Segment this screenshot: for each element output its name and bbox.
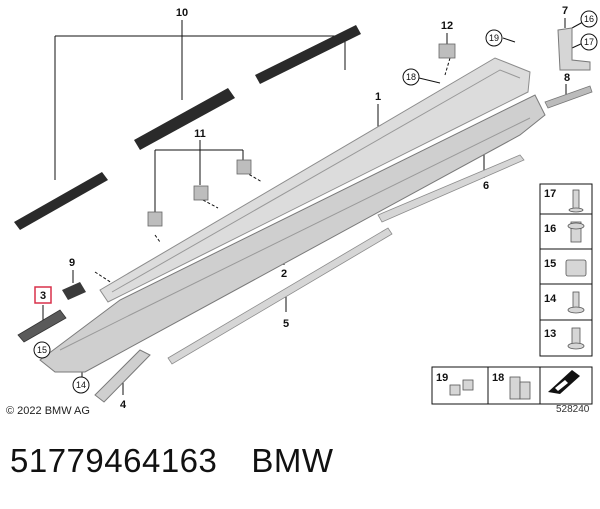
part-4-cover bbox=[94, 349, 151, 403]
legend-18: 18 bbox=[492, 372, 504, 384]
fastener-legend: 17 16 15 14 13 bbox=[539, 183, 593, 357]
legend-17: 17 bbox=[544, 188, 556, 200]
part-9-plug bbox=[62, 282, 86, 300]
diagram-id: 528240 bbox=[556, 404, 590, 415]
part-3-bracket bbox=[17, 309, 67, 343]
circle-callout-17: 17 bbox=[584, 37, 594, 47]
part-8-trim bbox=[544, 85, 593, 109]
legend-16: 16 bbox=[544, 223, 556, 235]
callout-3: 3 bbox=[40, 290, 46, 302]
part-number: 51779464163 bbox=[10, 442, 218, 479]
callout-6: 6 bbox=[483, 180, 489, 192]
part-7-bracket bbox=[557, 27, 591, 71]
legend-15: 15 bbox=[544, 258, 556, 270]
callout-labels: 1 2 4 5 6 7 8 9 10 11 12 bbox=[69, 5, 570, 411]
part-12-clip bbox=[438, 43, 456, 59]
callout-3-highlighted: 3 bbox=[34, 286, 52, 304]
callout-1: 1 bbox=[375, 91, 381, 103]
legend-19: 19 bbox=[436, 372, 448, 384]
circle-callout-15: 15 bbox=[37, 345, 47, 355]
bottom-legend: 19 18 bbox=[431, 366, 593, 405]
part-number-caption: 51779464163 BMW bbox=[10, 442, 334, 480]
circle-callout-19: 19 bbox=[489, 33, 499, 43]
brand-name: BMW bbox=[251, 442, 334, 479]
callout-11: 11 bbox=[194, 128, 206, 140]
circle-callout-14: 14 bbox=[76, 380, 86, 390]
legend-14: 14 bbox=[544, 293, 557, 305]
callout-5: 5 bbox=[283, 318, 289, 330]
callout-8: 8 bbox=[564, 72, 570, 84]
callout-10: 10 bbox=[176, 7, 188, 19]
part-1-sill-upper bbox=[99, 57, 531, 303]
part-5-strip bbox=[167, 227, 393, 365]
circle-callout-16: 16 bbox=[584, 14, 594, 24]
callout-12: 12 bbox=[441, 20, 453, 32]
part-11-clips bbox=[147, 159, 252, 227]
arrow-icon bbox=[548, 370, 580, 394]
circled-callouts: 18 19 16 17 15 14 bbox=[33, 10, 598, 394]
callout-2: 2 bbox=[281, 268, 287, 280]
circle-callout-18: 18 bbox=[406, 72, 416, 82]
callout-7: 7 bbox=[562, 5, 568, 17]
part-10-trim-strips bbox=[14, 25, 361, 230]
callout-4: 4 bbox=[120, 399, 127, 411]
legend-13: 13 bbox=[544, 328, 556, 340]
copyright: © 2022 BMW AG bbox=[6, 405, 90, 417]
part-6-strip bbox=[377, 154, 525, 223]
part-2-sill-lower bbox=[39, 94, 546, 373]
callout-9: 9 bbox=[69, 257, 75, 269]
